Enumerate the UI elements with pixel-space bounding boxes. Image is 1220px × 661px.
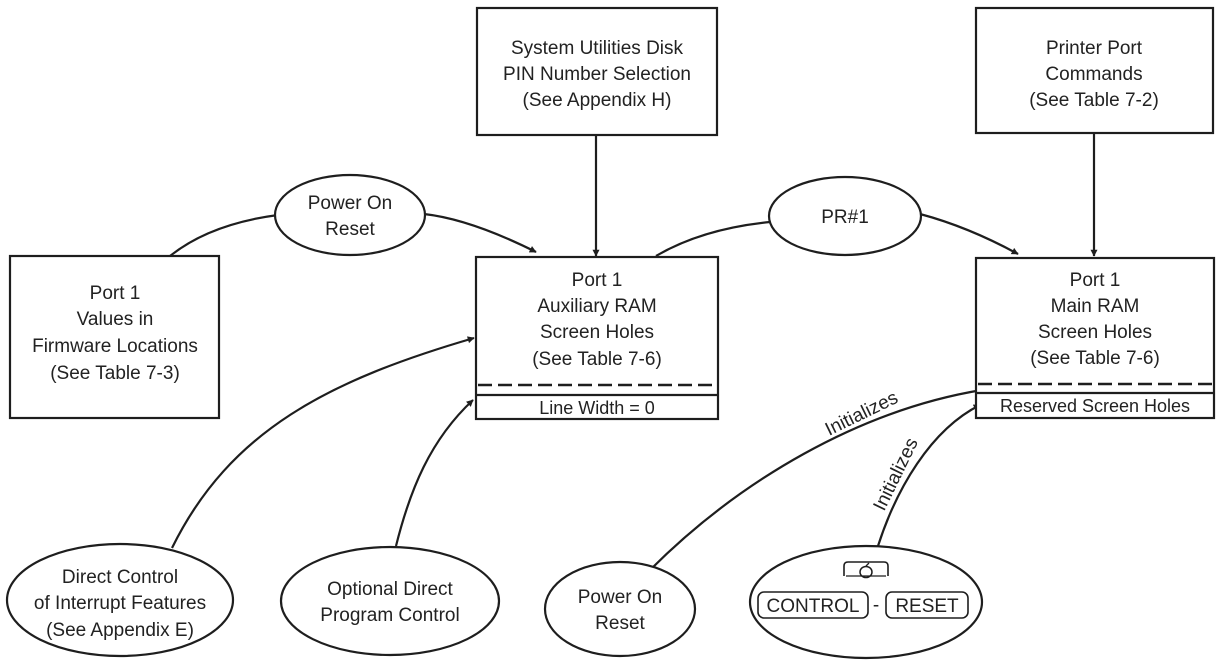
- box-line: Port 1: [1070, 270, 1121, 291]
- edge-power-on-bottom-to-main-ram: [649, 387, 983, 571]
- box-line: PIN Number Selection: [503, 64, 691, 85]
- box-footer: Reserved Screen Holes: [1000, 396, 1190, 416]
- ellipse-line: of Interrupt Features: [34, 593, 206, 614]
- reset-key-icon: RESET: [885, 591, 969, 619]
- box-line: Port 1: [90, 283, 141, 304]
- box-line: Values in: [77, 309, 154, 330]
- box-line: Firmware Locations: [32, 336, 198, 357]
- box-line: Port 1: [572, 270, 623, 291]
- box-line: System Utilities Disk: [511, 38, 684, 59]
- box-line: (See Table 7-6): [532, 349, 662, 370]
- ellipse-line: PR#1: [821, 207, 869, 228]
- ellipse-power-on-reset-bottom: Power On Reset: [543, 560, 697, 658]
- box-line: Screen Holes: [1038, 322, 1152, 343]
- ellipse-control-reset: CONTROL - RESET: [748, 544, 984, 660]
- ellipse-line: Program Control: [320, 605, 459, 626]
- edge-firmware-to-power-on: [169, 213, 279, 257]
- ellipse-line: (See Appendix E): [46, 620, 194, 641]
- box-main-ram-screen-holes: Port 1 Main RAM Screen Holes (See Table …: [974, 256, 1216, 420]
- ellipse-line: Power On: [308, 193, 392, 214]
- ellipse-line: Power On: [578, 587, 662, 608]
- box-line: (See Appendix H): [523, 90, 672, 111]
- box-line: Printer Port: [1046, 38, 1143, 59]
- ellipse-line: Optional Direct: [327, 579, 453, 600]
- ellipse-power-on-reset-top: Power On Reset: [273, 173, 427, 257]
- box-printer-commands: Printer Port Commands (See Table 7-2): [974, 6, 1215, 135]
- box-line: (See Table 7-6): [1030, 348, 1160, 369]
- edge-power-on-to-aux-ram: [423, 212, 537, 253]
- ellipse-pr1: PR#1: [767, 175, 923, 257]
- box-footer: Line Width = 0: [539, 398, 655, 418]
- ellipse-line: Reset: [595, 613, 645, 634]
- ellipse-direct-control-interrupts: Direct Control of Interrupt Features (Se…: [5, 542, 235, 658]
- box-aux-ram-screen-holes: Port 1 Auxiliary RAM Screen Holes (See T…: [474, 255, 720, 421]
- edge-interrupt-to-aux-ram: [171, 336, 475, 549]
- edge-aux-ram-to-pr1: [655, 220, 771, 257]
- box-line: Auxiliary RAM: [537, 296, 656, 317]
- edge-control-reset-to-main-ram: [876, 404, 981, 547]
- box-line: Main RAM: [1051, 296, 1140, 317]
- key-label: RESET: [895, 596, 959, 617]
- box-line: Commands: [1045, 64, 1142, 85]
- control-key-icon: CONTROL: [757, 591, 869, 619]
- box-firmware-locations: Port 1 Values in Firmware Locations (See…: [8, 254, 221, 420]
- edge-optional-to-aux-ram: [394, 399, 474, 547]
- box-system-utilities: System Utilities Disk PIN Number Selecti…: [475, 6, 719, 137]
- ellipse-line: Reset: [325, 219, 375, 240]
- key-label: CONTROL: [767, 596, 860, 617]
- box-line: (See Table 7-2): [1029, 90, 1159, 111]
- ellipse-optional-direct-program-control: Optional Direct Program Control: [279, 545, 501, 657]
- apple-key-icon: [843, 561, 889, 579]
- box-line: Screen Holes: [540, 322, 654, 343]
- edge-pr1-to-main-ram: [919, 212, 1019, 255]
- edges: [169, 134, 1098, 571]
- key-separator: -: [873, 595, 879, 616]
- box-line: (See Table 7-3): [50, 363, 180, 384]
- ellipse-line: Direct Control: [62, 567, 178, 588]
